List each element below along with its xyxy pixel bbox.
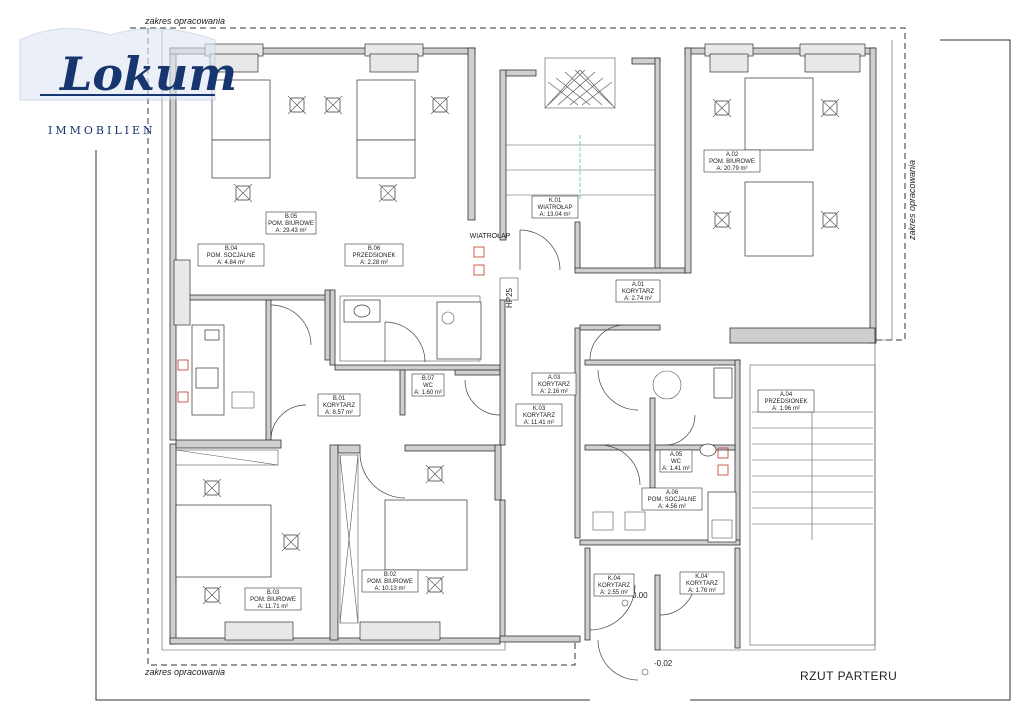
- svg-text:A: 8.57 m²: A: 8.57 m²: [325, 410, 353, 416]
- svg-text:B.04: B.04: [225, 246, 238, 252]
- svg-text:A.01: A.01: [632, 282, 645, 288]
- svg-text:A: 1.41 m²: A: 1.41 m²: [662, 466, 690, 472]
- svg-text:KORYTARZ: KORYTARZ: [686, 581, 718, 587]
- svg-text:POM. BIUROWE: POM. BIUROWE: [268, 221, 314, 227]
- svg-text:K.03: K.03: [533, 406, 546, 412]
- svg-text:B.05: B.05: [285, 214, 298, 220]
- svg-text:K.04': K.04': [695, 574, 709, 580]
- svg-text:PRZEDSIONEK: PRZEDSIONEK: [352, 253, 395, 259]
- svg-text:A: 2.55 m²: A: 2.55 m²: [600, 590, 628, 596]
- svg-text:B.01: B.01: [333, 396, 346, 402]
- scope-label-right: zakres opracowania: [907, 160, 917, 241]
- svg-text:KORYTARZ: KORYTARZ: [538, 382, 570, 388]
- building-a: [574, 43, 877, 646]
- svg-text:A: 29.43 m²: A: 29.43 m²: [275, 228, 306, 234]
- svg-text:B.07: B.07: [422, 376, 435, 382]
- svg-text:POM. BIUROWE: POM. BIUROWE: [367, 579, 413, 585]
- svg-text:WC: WC: [671, 459, 682, 465]
- svg-text:POM. SOCJALNE: POM. SOCJALNE: [207, 253, 256, 259]
- svg-text:A.03: A.03: [548, 375, 561, 381]
- svg-text:A: 4.84 m²: A: 4.84 m²: [217, 260, 245, 266]
- svg-text:POM. SOCJALNE: POM. SOCJALNE: [648, 497, 697, 503]
- svg-text:PRZEDSIONEK: PRZEDSIONEK: [764, 399, 807, 405]
- svg-text:K.04: K.04: [608, 576, 621, 582]
- svg-text:POM. BIUROWE: POM. BIUROWE: [250, 597, 296, 603]
- svg-text:A.06: A.06: [666, 490, 679, 496]
- svg-text:WIATROŁAP: WIATROŁAP: [538, 205, 573, 211]
- logo-name: Lokum: [58, 47, 237, 101]
- site-outline: [95, 30, 1011, 701]
- svg-text:A.02: A.02: [726, 152, 739, 158]
- svg-text:A: 13.04 m²: A: 13.04 m²: [539, 212, 570, 218]
- level-entrance: 0.00: [632, 591, 648, 600]
- shaft-annotation: HP25: [505, 287, 514, 308]
- svg-text:A: 4.56 m²: A: 4.56 m²: [658, 504, 686, 510]
- windcatcher-annotation: WIATROŁAP: [470, 233, 511, 240]
- scope-label-top: zakres opracowania: [144, 16, 225, 26]
- level-outside: -0.02: [654, 659, 673, 668]
- svg-text:KORYTARZ: KORYTARZ: [523, 413, 555, 419]
- svg-text:KORYTARZ: KORYTARZ: [323, 403, 355, 409]
- svg-text:A: 1.96 m²: A: 1.96 m²: [772, 406, 800, 412]
- svg-text:A.05: A.05: [670, 452, 683, 458]
- svg-text:A: 1.60 m²: A: 1.60 m²: [414, 390, 442, 396]
- svg-text:KORYTARZ: KORYTARZ: [598, 583, 630, 589]
- svg-text:A: 2.28 m²: A: 2.28 m²: [360, 260, 388, 266]
- svg-text:A: 10.13 m²: A: 10.13 m²: [374, 586, 405, 592]
- svg-text:K.01: K.01: [549, 198, 562, 204]
- core-k: [499, 57, 686, 643]
- svg-text:A.04: A.04: [780, 392, 793, 398]
- svg-text:WC: WC: [423, 383, 434, 389]
- svg-text:POM. BIUROWE: POM. BIUROWE: [709, 159, 755, 165]
- logo-subtitle: IMMOBILIEN: [48, 124, 156, 137]
- svg-text:A: 11.71 m²: A: 11.71 m²: [258, 604, 289, 610]
- svg-text:A: 2.74 m²: A: 2.74 m²: [624, 296, 652, 302]
- svg-text:A: 1.76 m²: A: 1.76 m²: [688, 588, 716, 594]
- plan-title: RZUT PARTERU: [800, 669, 897, 683]
- svg-text:A: 11.41 m²: A: 11.41 m²: [524, 420, 555, 426]
- svg-text:B.03: B.03: [267, 590, 280, 596]
- svg-text:KORYTARZ: KORYTARZ: [622, 289, 654, 295]
- logo-swoosh: [19, 28, 216, 101]
- svg-text:A: 20.79 m²: A: 20.79 m²: [716, 166, 747, 172]
- svg-text:A: 2.16 m²: A: 2.16 m²: [540, 389, 568, 395]
- scope-label-bottom: zakres opracowania: [144, 667, 225, 677]
- svg-text:B.06: B.06: [368, 246, 381, 252]
- outlet-symbols: [177, 246, 729, 476]
- svg-text:B.02: B.02: [384, 572, 397, 578]
- lokum-logo: Lokum IMMOBILIEN: [19, 28, 237, 137]
- office-chairs: [202, 95, 840, 605]
- building-b: [169, 43, 502, 645]
